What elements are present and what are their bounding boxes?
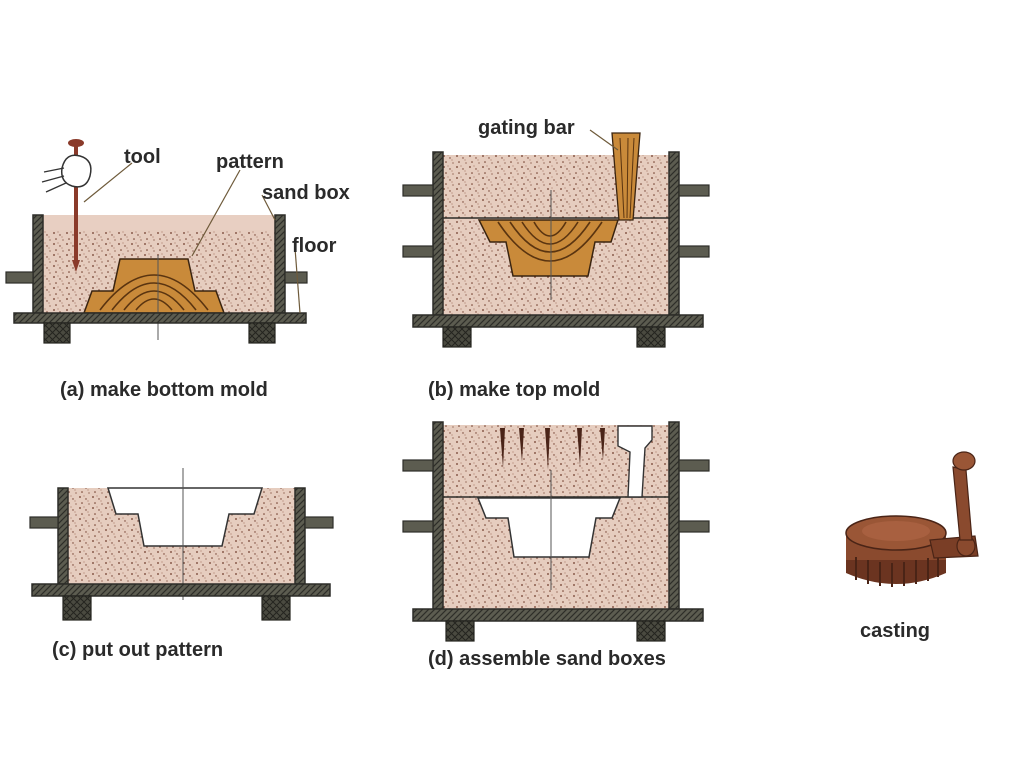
panel-b-top-mold: gating bar (b) make top mold	[402, 117, 710, 401]
panel-c-put-out-pattern: (c) put out pattern	[29, 468, 334, 661]
pattern-wood-a	[82, 258, 226, 314]
label-casting: casting	[860, 620, 930, 642]
pouring-sprue-d	[617, 425, 653, 498]
label-gating-bar: gating bar	[478, 117, 575, 139]
floor-board-c	[31, 583, 331, 621]
panel-a-bottom-mold: tool pattern sand box floor (a) make bot…	[5, 139, 350, 401]
label-sand-box: sand box	[262, 182, 350, 204]
leader-lines-a	[83, 162, 301, 314]
gating-bar-b	[611, 132, 641, 221]
caption-b: (b) make top mold	[428, 379, 600, 401]
rammer-tool-icon	[41, 139, 92, 272]
caption-a: (a) make bottom mold	[60, 379, 268, 401]
leader-gating-bar	[589, 129, 619, 151]
floor-board-b	[412, 314, 704, 348]
vent-holes-d	[500, 428, 605, 470]
panel-d-assemble-sand-boxes: (d) assemble sand boxes	[402, 421, 710, 670]
floor-board-a	[13, 312, 307, 344]
casting-part-icon	[845, 451, 979, 587]
mold-cavity-d	[476, 497, 622, 558]
caption-c: (c) put out pattern	[52, 639, 223, 661]
floor-board-d	[412, 608, 704, 642]
caption-d: (d) assemble sand boxes	[428, 648, 666, 670]
mold-cavity-c	[106, 487, 264, 547]
label-tool: tool	[124, 146, 161, 168]
label-floor: floor	[292, 235, 337, 257]
pattern-wood-b	[477, 219, 620, 277]
label-pattern: pattern	[216, 151, 284, 173]
